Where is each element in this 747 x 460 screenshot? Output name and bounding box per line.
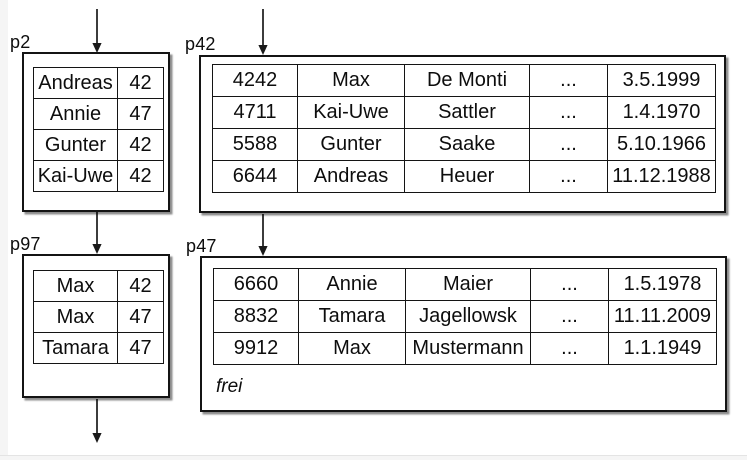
ellipsis-cell: ... xyxy=(530,300,609,333)
p2-entries-table: Andreas 42 Annie 47 Gunter 42 Kai-Uwe 42 xyxy=(33,67,164,192)
table-row: 9912 Max Mustermann ... 1.1.1949 xyxy=(213,332,717,365)
page-box-p97: Max 42 Max 47 Tamara 47 xyxy=(22,254,170,398)
page-box-p42: 4242 Max De Monti ... 3.5.1999 4711 Kai-… xyxy=(199,55,726,213)
key-cell: Annie xyxy=(33,98,118,130)
page-label-p42: p42 xyxy=(185,34,216,54)
firstname-cell: Gunter xyxy=(297,128,405,161)
pointer-cell: 42 xyxy=(117,160,164,192)
page-box-p47: 6660 Annie Maier ... 1.5.1978 8832 Tamar… xyxy=(200,256,727,412)
arrow-into-p2 xyxy=(92,9,102,53)
table-row: Gunter 42 xyxy=(33,129,164,161)
id-cell: 9912 xyxy=(213,332,299,365)
arrow-p2-to-p97 xyxy=(92,212,102,254)
lastname-cell: Saake xyxy=(404,128,530,161)
lastname-cell: Heuer xyxy=(404,160,530,193)
pointer-cell: 42 xyxy=(117,67,164,99)
ellipsis-cell: ... xyxy=(530,332,609,365)
id-cell: 5588 xyxy=(212,128,298,161)
lastname-cell: De Monti xyxy=(404,64,530,97)
table-row: Max 42 xyxy=(33,270,164,302)
ellipsis-cell: ... xyxy=(529,160,608,193)
table-row: Tamara 47 xyxy=(33,332,164,364)
firstname-cell: Max xyxy=(297,64,405,97)
table-row: 8832 Tamara Jagellowsk ... 11.11.2009 xyxy=(213,300,717,333)
pointer-cell: 42 xyxy=(117,129,164,161)
page-label-p47: p47 xyxy=(186,236,217,256)
date-cell: 1.1.1949 xyxy=(608,332,717,365)
firstname-cell: Tamara xyxy=(298,300,406,333)
id-cell: 6644 xyxy=(212,160,298,193)
table-row: 6644 Andreas Heuer ... 11.12.1988 xyxy=(212,160,716,193)
id-cell: 4242 xyxy=(212,64,298,97)
key-cell: Andreas xyxy=(33,67,118,99)
date-cell: 11.11.2009 xyxy=(608,300,717,333)
pointer-cell: 47 xyxy=(117,98,164,130)
page-label-p97: p97 xyxy=(10,234,41,254)
page-box-p2: Andreas 42 Annie 47 Gunter 42 Kai-Uwe 42 xyxy=(22,52,170,212)
lastname-cell: Mustermann xyxy=(405,332,531,365)
p97-entries-table: Max 42 Max 47 Tamara 47 xyxy=(33,270,164,364)
table-row: 5588 Gunter Saake ... 5.10.1966 xyxy=(212,128,716,161)
pointer-cell: 47 xyxy=(117,332,164,364)
page-label-p2: p2 xyxy=(10,32,31,52)
lastname-cell: Jagellowsk xyxy=(405,300,531,333)
arrow-into-p42 xyxy=(258,9,268,55)
key-cell: Max xyxy=(33,270,118,302)
ellipsis-cell: ... xyxy=(529,64,608,97)
table-row: Andreas 42 xyxy=(33,67,164,99)
key-cell: Max xyxy=(33,301,118,333)
id-cell: 4711 xyxy=(212,96,298,129)
firstname-cell: Andreas xyxy=(297,160,405,193)
date-cell: 11.12.1988 xyxy=(607,160,716,193)
date-cell: 3.5.1999 xyxy=(607,64,716,97)
table-row: Max 47 xyxy=(33,301,164,333)
id-cell: 6660 xyxy=(213,268,299,301)
arrow-p97-down xyxy=(92,399,102,443)
key-cell: Kai-Uwe xyxy=(33,160,118,192)
key-cell: Tamara xyxy=(33,332,118,364)
lastname-cell: Maier xyxy=(405,268,531,301)
id-cell: 8832 xyxy=(213,300,299,333)
free-space-label: frei xyxy=(216,376,243,397)
pointer-cell: 47 xyxy=(117,301,164,333)
key-cell: Gunter xyxy=(33,129,118,161)
ellipsis-cell: ... xyxy=(530,268,609,301)
date-cell: 1.5.1978 xyxy=(608,268,717,301)
date-cell: 5.10.1966 xyxy=(607,128,716,161)
date-cell: 1.4.1970 xyxy=(607,96,716,129)
arrow-p42-to-p47 xyxy=(258,214,268,256)
pointer-cell: 42 xyxy=(117,270,164,302)
ellipsis-cell: ... xyxy=(529,96,608,129)
ellipsis-cell: ... xyxy=(529,128,608,161)
p47-records-table: 6660 Annie Maier ... 1.5.1978 8832 Tamar… xyxy=(213,268,717,365)
page-edge-left xyxy=(0,0,8,460)
table-row: 4242 Max De Monti ... 3.5.1999 xyxy=(212,64,716,97)
table-row: Kai-Uwe 42 xyxy=(33,160,164,192)
table-row: 6660 Annie Maier ... 1.5.1978 xyxy=(213,268,717,301)
table-row: Annie 47 xyxy=(33,98,164,130)
firstname-cell: Max xyxy=(298,332,406,365)
page-edge-bottom xyxy=(0,455,747,460)
p42-records-table: 4242 Max De Monti ... 3.5.1999 4711 Kai-… xyxy=(212,64,716,193)
table-row: 4711 Kai-Uwe Sattler ... 1.4.1970 xyxy=(212,96,716,129)
firstname-cell: Kai-Uwe xyxy=(297,96,405,129)
lastname-cell: Sattler xyxy=(404,96,530,129)
firstname-cell: Annie xyxy=(298,268,406,301)
